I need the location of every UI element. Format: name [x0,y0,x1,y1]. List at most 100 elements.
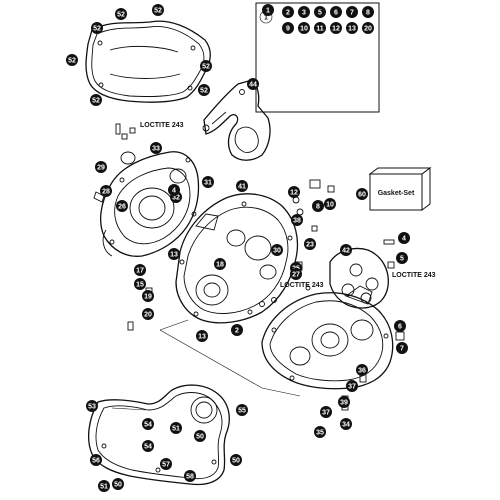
callout-c18: 18 [214,258,226,270]
callout-c51b: 51 [98,480,110,492]
callout-c50a: 50 [194,430,206,442]
callout-c41: 41 [236,180,248,192]
callout-legend-13-10: 13 [346,22,358,34]
svg-text:41: 41 [238,184,246,191]
svg-text:36: 36 [358,368,366,375]
callout-c8: 8 [312,200,324,212]
svg-text:52: 52 [200,88,208,95]
svg-text:13: 13 [170,252,178,259]
callout-legend-8-5: 8 [362,6,374,18]
callout-c50c: 50 [112,478,124,490]
callout-c57: 57 [160,458,172,470]
svg-text:11: 11 [316,26,324,33]
svg-text:20: 20 [144,312,152,319]
callout-c55: 55 [236,404,248,416]
svg-text:52: 52 [92,98,100,105]
svg-text:38: 38 [293,218,301,225]
svg-text:1: 1 [266,8,270,15]
callout-c12: 12 [288,186,300,198]
loctite-label-right: LOCTITE 243 [392,272,436,279]
svg-text:54: 54 [144,444,152,451]
svg-text:28: 28 [102,189,110,196]
svg-text:13: 13 [198,334,206,341]
svg-text:10: 10 [300,26,308,33]
svg-text:42: 42 [342,248,350,255]
callout-c37b: 37 [320,406,332,418]
svg-text:54: 54 [144,422,152,429]
callout-c51a: 51 [170,422,182,434]
ignition-cover-gasket [87,384,230,486]
gasket-set-box: Gasket-Set [368,167,432,211]
callout-c52d: 52 [66,54,78,66]
callout-c26: 26 [116,200,128,212]
svg-text:20: 20 [364,26,372,33]
callout-c52e: 52 [200,60,212,72]
callout-legend-2-0: 2 [282,6,294,18]
callout-c53: 53 [86,400,98,412]
callout-c52g: 52 [90,94,102,106]
callout-legend-5-2: 5 [314,6,326,18]
svg-text:6: 6 [398,324,402,331]
callout-c60: 60 [356,188,368,200]
svg-text:4: 4 [172,188,176,195]
callout-c44: 44 [247,78,259,90]
assembly-leader-2 [159,319,189,331]
callout-c10: 10 [324,198,336,210]
svg-text:57: 57 [162,462,170,469]
assembly-leader [159,329,301,397]
svg-text:3: 3 [302,10,306,17]
callout-c28: 28 [100,185,112,197]
clutch-cover [99,151,200,257]
callout-c4b: 4 [398,232,410,244]
svg-text:6: 6 [334,10,338,17]
callout-c31: 31 [202,176,214,188]
svg-text:17: 17 [136,268,144,275]
callout-c58: 58 [184,470,196,482]
svg-text:31: 31 [204,180,212,187]
svg-text:18: 18 [216,262,224,269]
callout-c50b: 50 [230,454,242,466]
svg-text:50: 50 [196,434,204,441]
svg-text:52: 52 [68,58,76,65]
loctite-label-top: LOCTITE 243 [140,122,184,129]
callout-c52b: 52 [152,4,164,16]
svg-text:34: 34 [342,422,350,429]
callout-c17: 17 [134,264,146,276]
hardware-screws [93,123,405,411]
svg-text:51: 51 [172,426,180,433]
svg-text:12: 12 [290,190,298,197]
callout-legend-10-7: 10 [298,22,310,34]
svg-text:39: 39 [340,400,348,407]
callout-legend-20-11: 20 [362,22,374,34]
svg-text:60: 60 [358,192,366,199]
svg-text:15: 15 [136,282,144,289]
callout-c13a: 13 [168,248,180,260]
svg-text:9: 9 [286,26,290,33]
gasket-set-label: Gasket-Set [378,190,415,197]
callout-c29: 29 [95,161,107,173]
callout-legend-11-8: 11 [314,22,326,34]
svg-text:5: 5 [318,10,322,17]
callout-c2: 2 [231,324,243,336]
svg-text:12: 12 [332,26,340,33]
callout-c6: 6 [394,320,406,332]
callout-c54b: 54 [142,440,154,452]
svg-text:52: 52 [154,8,162,15]
callout-c27: 27 [290,268,302,280]
callout-c33: 33 [150,142,162,154]
callout-c38: 38 [291,214,303,226]
svg-text:2: 2 [286,10,290,17]
callout-c54a: 54 [142,418,154,430]
svg-text:32: 32 [172,195,180,202]
callout-c7: 7 [396,342,408,354]
callout-c13b: 13 [196,330,208,342]
svg-text:8: 8 [366,10,370,17]
callout-c56: 56 [90,454,102,466]
callout-c15: 15 [134,278,146,290]
callout-c35: 35 [314,426,326,438]
svg-text:10: 10 [326,202,334,209]
legend-main-number-text: 1 [264,15,268,22]
svg-text:13: 13 [348,26,356,33]
